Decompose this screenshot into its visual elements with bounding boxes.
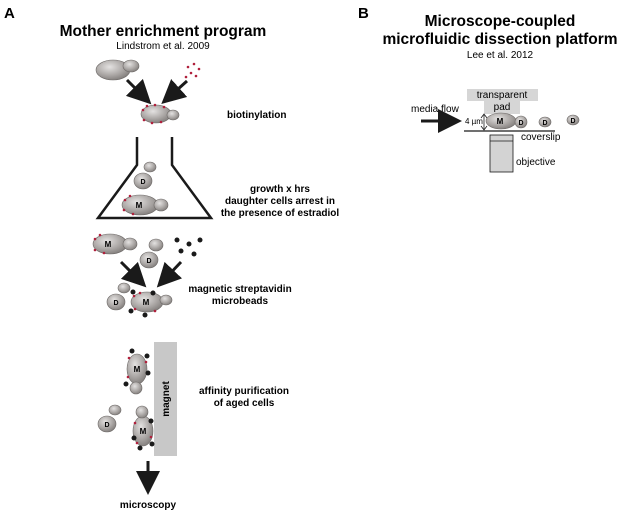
daughter-label-attached: D — [518, 120, 523, 127]
panel-b-title-line1: Microscope-coupled — [425, 13, 576, 30]
mother-label-upper: M — [134, 365, 141, 374]
step-microscopy: microscopy — [120, 500, 177, 511]
panel-b-letter: B — [358, 5, 369, 22]
coverslip-label: coverslip — [521, 132, 561, 143]
trapped-mother-cell — [485, 112, 528, 130]
step-biotinylation: biotinylation — [227, 110, 286, 121]
mother-label-platform: M — [497, 117, 504, 126]
transparent-pad-stem — [484, 101, 520, 114]
panel-b-title-line2: microfluidic dissection platform — [382, 31, 617, 48]
released-daughter-cell-2 — [566, 114, 580, 126]
panel-a-letter: A — [4, 5, 15, 22]
magnet-label: magnet — [161, 381, 172, 417]
daughter-cell-beads-step — [106, 282, 131, 311]
daughter-label-free: D — [104, 422, 109, 429]
mother-label-post-growth: M — [105, 240, 112, 249]
panel-a-title: Mother enrichment program — [60, 23, 267, 40]
step-beads-line1: magnetic streptavidin — [188, 284, 291, 295]
mother-label-flask: M — [136, 201, 143, 210]
free-daughter-cell — [97, 404, 122, 433]
step-beads-line2: microbeads — [212, 296, 269, 307]
gap-arrowheads — [480, 113, 488, 131]
released-daughter-cell-1 — [538, 116, 552, 128]
daughter-label-released-2: D — [570, 118, 575, 125]
arrow-biotin-to-biotinylation — [161, 79, 189, 105]
biotinylated-cell — [140, 103, 180, 125]
bead-labeled-mother-cell — [128, 289, 173, 318]
streptavidin-beads — [174, 237, 203, 257]
daughter-label-beads-step: D — [113, 300, 118, 307]
daughter-label-post-growth: D — [146, 258, 151, 265]
media-flow-label: media flow — [411, 104, 460, 115]
panel-a-citation: Lindstrom et al. 2009 — [116, 41, 210, 52]
growth-flask — [95, 137, 214, 220]
step-affinity-line1: affinity purification — [199, 386, 289, 397]
mother-label-beads-step: M — [143, 298, 150, 307]
transparent-pad-top — [467, 89, 538, 101]
daughter-label-released-1: D — [542, 120, 547, 127]
arrow-beads-to-cells — [156, 260, 183, 288]
arrow-cells-to-beads — [119, 260, 147, 288]
daughter-label-flask: D — [140, 179, 145, 186]
pad-label-line2: pad — [494, 102, 511, 113]
step-growth-line1: growth x hrs — [250, 184, 310, 195]
magnet-block — [154, 342, 177, 456]
panel-b-citation: Lee et al. 2012 — [467, 50, 534, 61]
captured-mother-cell-lower — [131, 405, 155, 451]
mother-label-lower: M — [140, 427, 147, 436]
unlabeled-cell-pair — [95, 59, 140, 81]
daughter-cell-flask — [133, 161, 157, 190]
step-affinity-line2: of aged cells — [214, 398, 275, 409]
mother-cell-flask — [121, 194, 169, 216]
objective-label: objective — [516, 157, 556, 168]
captured-mother-cell-upper — [123, 348, 151, 395]
biotin-reagent — [184, 62, 201, 79]
step-growth-line2: daughter cells arrest in — [225, 196, 335, 207]
pad-label-line1: transparent — [477, 90, 528, 101]
step-growth-line3: the presence of estradiol — [221, 208, 340, 219]
arrow-cells-to-biotinylation — [125, 78, 152, 105]
mother-cell-post-growth — [92, 233, 138, 255]
gap-label: 4 µm — [465, 117, 483, 126]
objective-lens — [489, 134, 514, 173]
